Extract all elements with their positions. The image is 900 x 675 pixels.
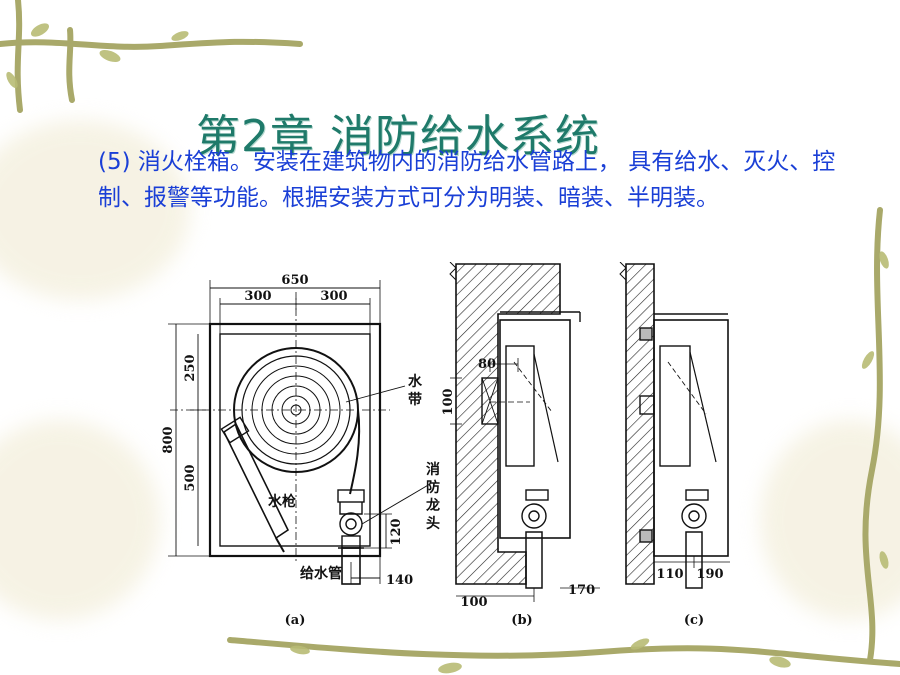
section-view-c <box>619 262 730 589</box>
label-valve-2: 防 <box>426 479 440 496</box>
dim-c-left: 110 <box>656 567 683 582</box>
label-supply-pipe: 给水管 <box>300 565 342 582</box>
dim-b-hose-w: 80 <box>478 357 496 372</box>
caption-a: (a) <box>285 613 306 628</box>
dim-b-hose-h: 100 <box>441 388 456 415</box>
dim-valve-height: 120 <box>389 518 404 545</box>
background-blot <box>0 120 190 300</box>
slide-title: 第2章 消防给水系统 <box>196 111 600 162</box>
front-view <box>168 280 431 585</box>
dim-height-total: 800 <box>161 426 176 453</box>
label-valve-1: 消 <box>426 461 440 478</box>
dim-c-right: 190 <box>696 567 723 582</box>
label-nozzle: 水枪 <box>268 493 296 510</box>
body-text: (5) 消火栓箱。安装在建筑物内的消防给水管路上， 具有给水、灭火、控制、报警等… <box>98 149 836 211</box>
dim-width-left: 300 <box>244 289 271 304</box>
dim-b-box-offset: 170 <box>568 583 595 598</box>
dim-b-wall-offset: 100 <box>460 595 487 610</box>
dim-height-bottom: 500 <box>183 464 198 491</box>
dim-height-top: 250 <box>183 354 198 381</box>
dim-width-right: 300 <box>320 289 347 304</box>
label-valve-4: 头 <box>426 515 440 532</box>
label-hose-1: 水 <box>408 373 423 390</box>
background-blot <box>0 420 160 620</box>
hydrant-box-figure: 650 300 300 800 250 500 120 140 80 100 1… <box>161 262 730 628</box>
dim-width-total: 650 <box>281 273 308 288</box>
label-hose-2: 带 <box>408 392 422 408</box>
section-view-b <box>449 262 600 602</box>
caption-b: (b) <box>511 613 532 628</box>
caption-c: (c) <box>684 613 704 628</box>
label-valve-3: 龙 <box>425 497 440 514</box>
dim-pipe-offset: 140 <box>386 573 413 588</box>
